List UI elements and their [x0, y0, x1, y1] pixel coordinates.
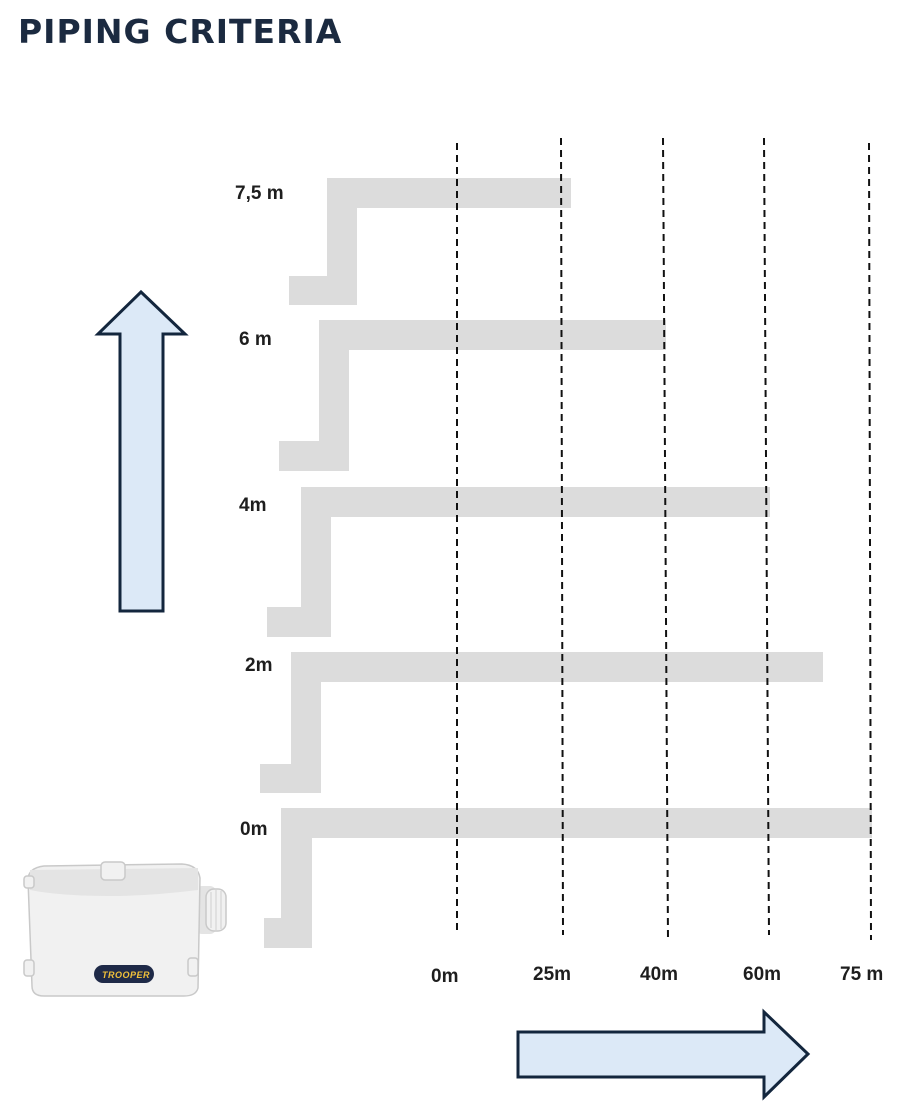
height-label-0m: 0m [240, 819, 267, 840]
svg-text:TROOPER: TROOPER [102, 970, 150, 980]
pump-unit-image: TROOPER [23, 861, 227, 997]
arrow-right-icon [516, 1008, 811, 1101]
distance-label-75m: 75 m [840, 964, 883, 985]
pipe-6m [279, 320, 666, 471]
height-label-4m: 4m [239, 495, 266, 516]
height-label-7-5m: 7,5 m [235, 183, 284, 204]
distance-label-0m: 0m [431, 966, 458, 987]
arrow-up-icon [94, 289, 189, 613]
height-label-6m: 6 m [239, 329, 272, 350]
pipe-7-5m [289, 178, 571, 305]
pipe-0m [264, 808, 872, 948]
page-title: PIPING CRITERIA [18, 12, 343, 51]
height-label-2m: 2m [245, 655, 272, 676]
pipe-runs [260, 178, 872, 948]
distance-guides [456, 137, 872, 941]
pipe-2m [260, 652, 823, 793]
distance-label-60m: 60m [743, 964, 781, 985]
distance-label-40m: 40m [640, 964, 678, 985]
distance-label-25m: 25m [533, 964, 571, 985]
guide-line-60m [763, 137, 770, 936]
guide-line-25m [560, 137, 564, 936]
guide-line-75m [868, 142, 872, 941]
trooper-logo: TROOPER [94, 965, 154, 983]
height-labels: 7,5 m 6 m 4m 2m 0m [235, 183, 284, 840]
distance-labels: 0m 25m 40m 60m 75 m [431, 964, 883, 987]
guide-line-40m [662, 137, 669, 941]
pipe-4m [267, 487, 770, 637]
